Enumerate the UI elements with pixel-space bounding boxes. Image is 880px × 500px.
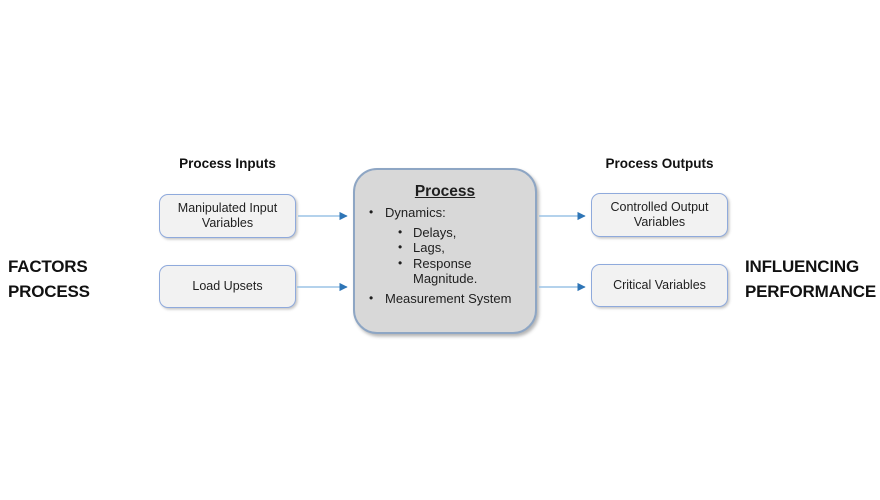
controlled-output-variables-label: Controlled Output Variables — [610, 200, 709, 229]
critical-variables-box: Critical Variables — [591, 264, 728, 307]
process-bullet-response-magnitude: Response Magnitude. — [355, 256, 527, 287]
process-bullet-delays: Delays, — [355, 225, 527, 241]
load-upsets-label: Load Upsets — [192, 279, 263, 293]
process-box-title: Process — [414, 183, 476, 200]
bullet-text: Measurement System — [385, 290, 512, 306]
bullet-text: Delays, — [413, 224, 457, 240]
process-bullet-measurement-system: Measurement System — [355, 291, 527, 307]
process-bullet-lags: Lags, — [355, 240, 527, 256]
process-inputs-header: Process Inputs — [179, 156, 276, 171]
manipulated-input-variables-box: Manipulated Input Variables — [159, 194, 296, 238]
factors-label-line2: PROCESS — [8, 282, 90, 301]
factors-process-label: FACTORS PROCESS — [8, 254, 90, 304]
bullet-text: Lags, — [413, 240, 445, 255]
influencing-label-line1: INFLUENCING — [745, 257, 859, 276]
controlled-output-variables-box: Controlled Output Variables — [591, 193, 728, 237]
manipulated-input-variables-label: Manipulated Input Variables — [177, 201, 278, 230]
load-upsets-box: Load Upsets — [159, 265, 296, 308]
critical-variables-label: Critical Variables — [613, 278, 706, 292]
process-bullet-list: Dynamics: Delays, Lags, Response Magnitu… — [355, 205, 535, 306]
process-bullet-dynamics: Dynamics: — [355, 205, 527, 221]
bullet-text: Response Magnitude. — [413, 255, 478, 287]
influencing-label-line2: PERFORMANCE — [745, 282, 876, 301]
process-outputs-header: Process Outputs — [605, 156, 714, 171]
bullet-text: Dynamics: — [385, 205, 446, 220]
influencing-performance-label: INFLUENCING PERFORMANCE — [745, 254, 876, 304]
factors-label-line1: FACTORS — [8, 257, 88, 276]
process-box: Process Dynamics: Delays, Lags, Response… — [353, 168, 537, 334]
